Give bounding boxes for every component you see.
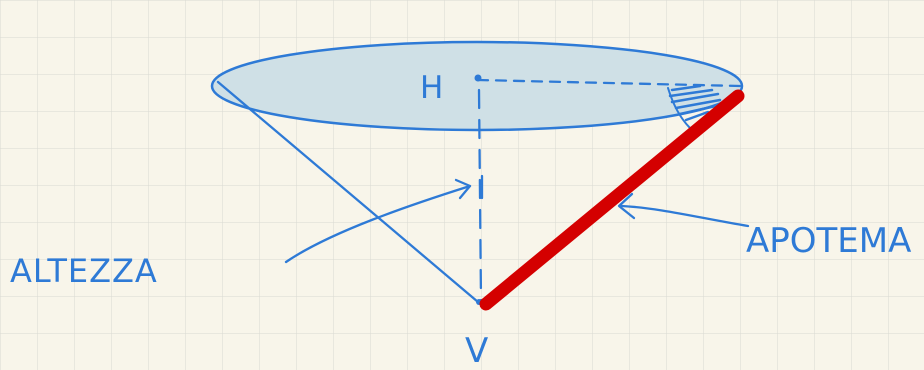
angle-hatch [667, 84, 722, 129]
apothem-line [479, 89, 745, 311]
arrow-icon [284, 178, 472, 264]
radius-dashed [476, 78, 742, 88]
height-dashed [477, 88, 483, 302]
left-generatrix [216, 80, 480, 304]
height-label: ALTEZZA [10, 252, 158, 290]
apex-label: V [465, 331, 488, 370]
arrow-icon [617, 192, 750, 228]
cone-base [210, 40, 744, 132]
center-point [474, 74, 482, 82]
apothem-label: APOTEMA [746, 221, 911, 261]
center-label: H [420, 70, 443, 106]
